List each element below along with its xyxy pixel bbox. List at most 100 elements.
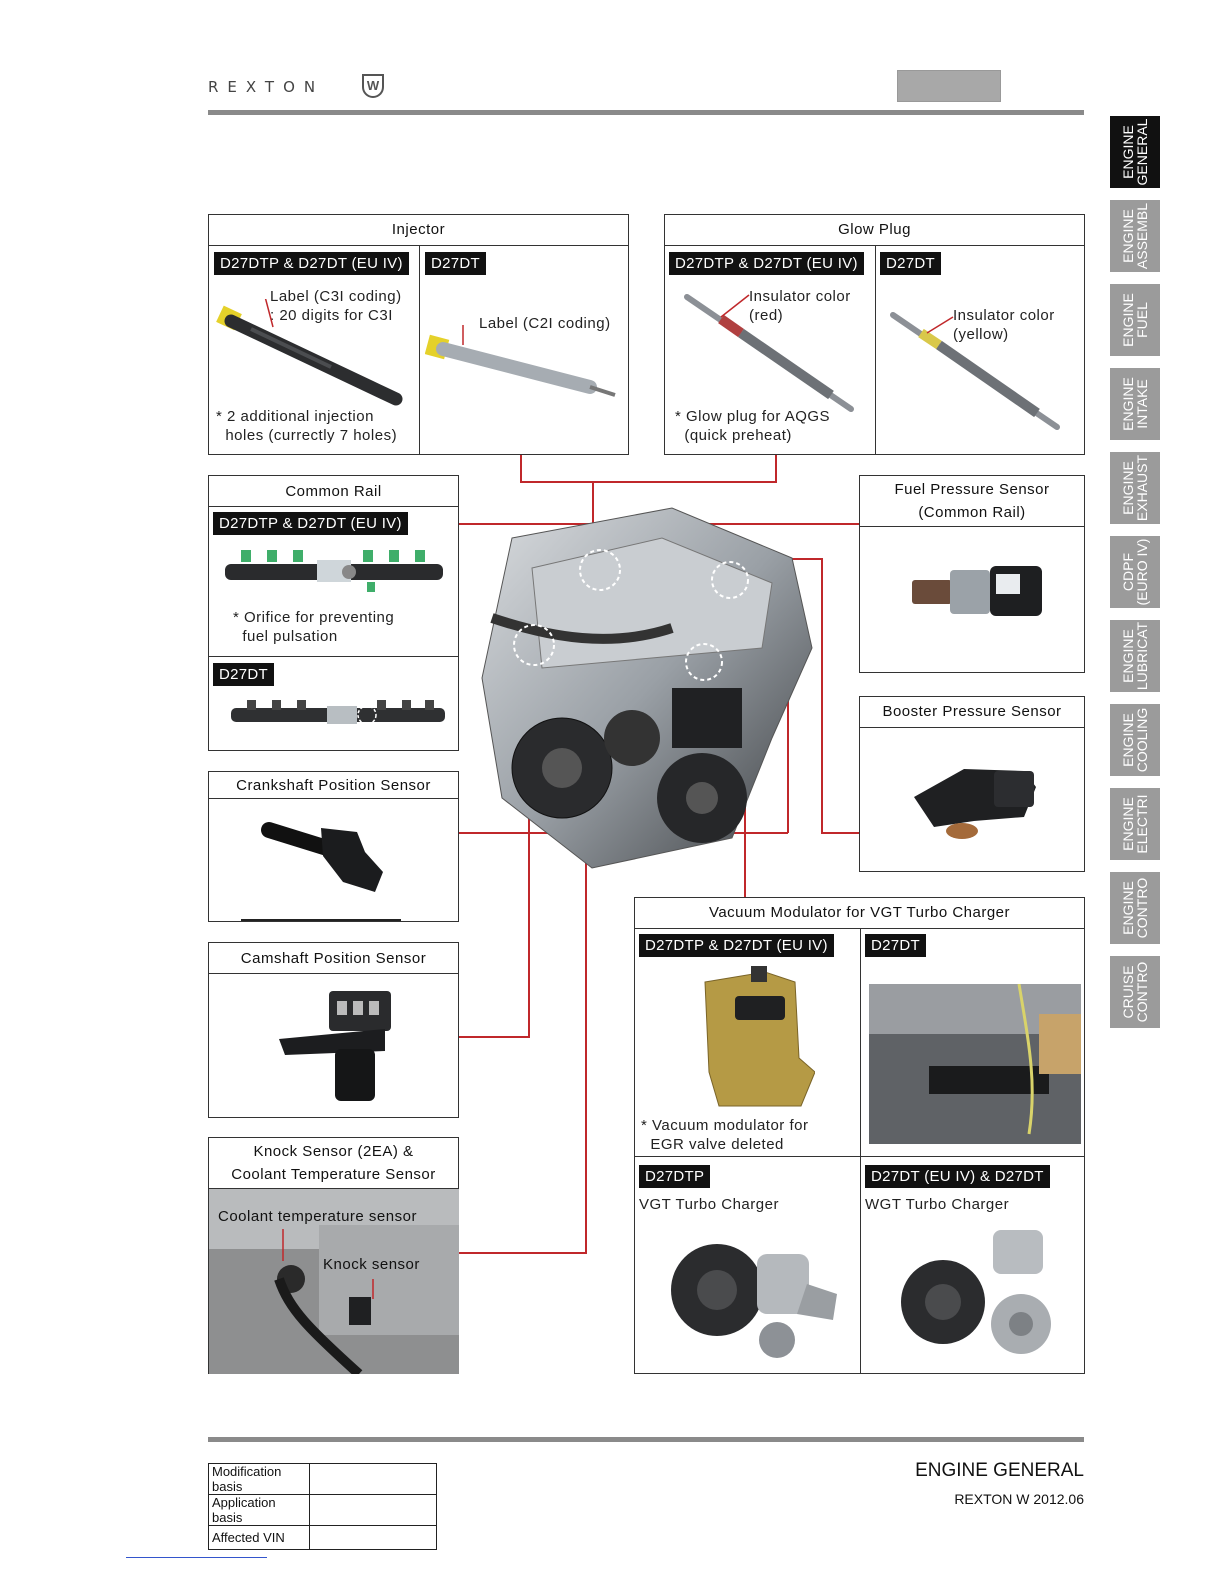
vacuum-left-badge: D27DTP & D27DT (EU IV) (639, 934, 834, 957)
common-rail-bottom-badge: D27DT (213, 663, 275, 686)
affected-vin-label: Affected VIN (208, 1525, 310, 1550)
brand-logo-text: REXTON (208, 78, 325, 96)
revision-table: Modification basis Application basis Aff… (208, 1463, 437, 1550)
affected-vin-value (309, 1525, 437, 1550)
camshaft-sensor-panel: Camshaft Position Sensor (208, 942, 459, 1118)
panel-divider (419, 246, 420, 454)
tab-label: ENGINE COOLING (1120, 707, 1150, 773)
fuel-pressure-sensor-panel: Fuel Pressure Sensor (Common Rail) (859, 475, 1085, 673)
common-rail-top-badge: D27DTP & D27DT (EU IV) (213, 512, 408, 535)
tab-engine-general[interactable]: ENGINE GENERAL (1110, 116, 1160, 188)
panel-divider (875, 246, 876, 454)
label-c3i-note: Label (C3I coding) : 20 digits for C3I (270, 288, 402, 324)
aqgs-note: * Glow plug for AQGS (quick preheat) (675, 408, 831, 444)
tab-engine-control[interactable]: ENGINE CONTRO (1110, 872, 1160, 944)
injector-left-badge: D27DTP & D27DT (EU IV) (214, 252, 409, 275)
header-divider (208, 110, 1084, 115)
tab-cruise-control[interactable]: CRUISE CONTRO (1110, 956, 1160, 1028)
footer-link-underline[interactable] (126, 1557, 267, 1558)
tab-engine-cooling[interactable]: ENGINE COOLING (1110, 704, 1160, 776)
injection-holes-note: * 2 additional injection holes (currectl… (216, 408, 398, 444)
camshaft-sensor-image (279, 991, 391, 1101)
coolant-temperature-sensor-label: Coolant temperature sensor (218, 1208, 417, 1225)
orifice-note: * Orifice for preventing fuel pulsation (233, 609, 395, 645)
fuel-pressure-sensor-title: Fuel Pressure Sensor (Common Rail) (860, 476, 1084, 527)
table-row: Application basis (208, 1494, 437, 1526)
vgt-badge: D27DTP (639, 1165, 711, 1188)
tab-label: CRUISE CONTRO (1120, 961, 1150, 1023)
tab-label: CDPF (EURO IV) (1120, 538, 1150, 606)
footer-model-info: REXTON W 2012.06 (954, 1491, 1084, 1507)
glow-plug-title: Glow Plug (665, 215, 1084, 246)
glow-plug-red-image (684, 294, 854, 412)
brand-badge-icon: W (362, 74, 384, 98)
crankshaft-sensor-image (261, 822, 383, 892)
injector-right-badge: D27DT (425, 252, 487, 275)
footer-divider (208, 1437, 1084, 1442)
vacuum-right-badge: D27DT (865, 934, 927, 957)
application-basis-label: Application basis (208, 1494, 310, 1526)
common-rail-title: Common Rail (209, 476, 458, 507)
panel-divider (860, 929, 861, 1373)
footer-section-title: ENGINE GENERAL (915, 1460, 1084, 1481)
egr-note: * Vacuum modulator for EGR valve deleted (641, 1117, 809, 1153)
booster-pressure-sensor-title: Booster Pressure Sensor (860, 697, 1084, 728)
common-rail-d27dt-image (231, 700, 445, 725)
vacuum-modulator-bracket-image (704, 966, 815, 1107)
tab-cdpf[interactable]: CDPF (EURO IV) (1110, 536, 1160, 608)
tab-label: ENGINE ELECTRI (1120, 794, 1150, 854)
common-rail-eu4-image (225, 550, 443, 592)
crankshaft-sensor-panel: Crankshaft Position Sensor (208, 771, 459, 922)
glow-plug-yellow-image (890, 312, 1060, 430)
tab-label: ENGINE FUEL (1120, 293, 1150, 347)
tab-engine-intake[interactable]: ENGINE INTAKE (1110, 368, 1160, 440)
insulator-red-note: Insulator color (red) (749, 288, 851, 324)
booster-pressure-sensor-image (914, 769, 1036, 839)
tab-engine-lubrication[interactable]: ENGINE LUBRICAT (1110, 620, 1160, 692)
tab-label: ENGINE LUBRICAT (1120, 621, 1150, 691)
knock-coolant-panel: Knock Sensor (2EA) & Coolant Temperature… (208, 1137, 459, 1374)
tab-engine-assembly[interactable]: ENGINE ASSEMBL (1110, 200, 1160, 272)
vacuum-modulator-panel: Vacuum Modulator for VGT Turbo Charger D… (634, 897, 1085, 1374)
panel-divider (209, 656, 458, 657)
wgt-badge: D27DT (EU IV) & D27DT (865, 1165, 1050, 1188)
glow-plug-right-badge: D27DT (880, 252, 942, 275)
wgt-label: WGT Turbo Charger (865, 1196, 1010, 1213)
crankshaft-sensor-title: Crankshaft Position Sensor (209, 772, 458, 799)
table-row: Modification basis (208, 1463, 437, 1495)
tab-label: ENGINE CONTRO (1120, 877, 1150, 939)
tab-label: ENGINE INTAKE (1120, 377, 1150, 431)
label-c2i-note: Label (C2I coding) (479, 315, 611, 332)
tab-engine-exhaust[interactable]: ENGINE EXHAUST (1110, 452, 1160, 524)
glow-plug-panel: Glow Plug D27DTP & D27DT (EU IV) D27DT I… (664, 214, 1085, 455)
injector-panel: Injector D27DTP & D27DT (EU IV) D27DT La… (208, 214, 629, 455)
knock-coolant-photo (209, 1189, 459, 1374)
booster-pressure-sensor-panel: Booster Pressure Sensor (859, 696, 1085, 872)
knock-sensor-label: Knock sensor (323, 1256, 420, 1273)
camshaft-sensor-title: Camshaft Position Sensor (209, 943, 458, 974)
vacuum-modulator-engine-photo (869, 984, 1081, 1144)
injector-c3i-image (216, 299, 403, 406)
modification-basis-label: Modification basis (208, 1463, 310, 1495)
glow-plug-left-badge: D27DTP & D27DT (EU IV) (669, 252, 864, 275)
tab-label: ENGINE ASSEMBL (1120, 202, 1150, 270)
engine-illustration (481, 507, 813, 869)
header-section-box (897, 70, 1001, 102)
tab-engine-electrical[interactable]: ENGINE ELECTRI (1110, 788, 1160, 860)
injector-title: Injector (209, 215, 628, 246)
vgt-turbo-image (671, 1244, 837, 1358)
tab-label: ENGINE EXHAUST (1120, 454, 1150, 522)
tab-label: ENGINE GENERAL (1120, 118, 1150, 186)
table-row: Affected VIN (208, 1525, 437, 1550)
insulator-yellow-note: Insulator color (yellow) (953, 307, 1055, 343)
fuel-pressure-sensor-image (912, 566, 1042, 616)
common-rail-panel: Common Rail D27DTP & D27DT (EU IV) * Ori… (208, 475, 459, 751)
vacuum-modulator-title: Vacuum Modulator for VGT Turbo Charger (635, 898, 1084, 929)
modification-basis-value (309, 1463, 437, 1495)
application-basis-value (309, 1494, 437, 1526)
tab-engine-fuel[interactable]: ENGINE FUEL (1110, 284, 1160, 356)
knock-coolant-title: Knock Sensor (2EA) & Coolant Temperature… (209, 1138, 458, 1189)
injector-c2i-image (425, 325, 616, 397)
vgt-label: VGT Turbo Charger (639, 1196, 779, 1213)
wgt-turbo-image (901, 1230, 1051, 1354)
